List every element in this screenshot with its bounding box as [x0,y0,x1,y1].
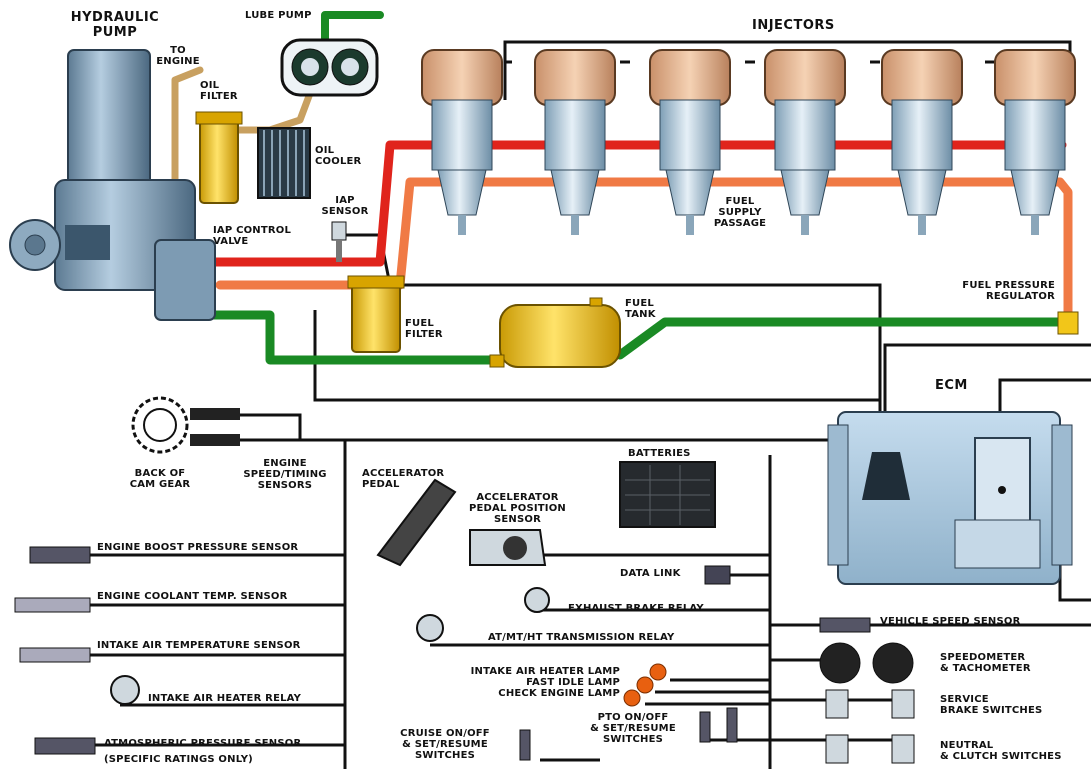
wiring [90,40,1091,769]
label-neutral-clutch-switches: NEUTRAL & CLUTCH SWITCHES [940,740,1062,762]
label-specific-ratings-only: (SPECIFIC RATINGS ONLY) [104,754,253,765]
speedometer [819,642,861,684]
label-pto-switches: PTO ON/OFF & SET/RESUME SWITCHES [590,712,676,745]
clutch-switch [891,734,915,764]
label-fuel-pressure-regulator: FUEL PRESSURE REGULATOR [962,280,1055,302]
label-lube-pump: LUBE PUMP [245,10,312,21]
label-iap-sensor: IAP SENSOR [321,195,369,217]
oil-cooler [257,127,311,199]
label-indicator-lamps: INTAKE AIR HEATER LAMP FAST IDLE LAMP CH… [470,666,620,699]
label-cruise-switches: CRUISE ON/OFF & SET/RESUME SWITCHES [400,728,490,761]
cam-gear [131,396,240,454]
label-transmission-relay: AT/MT/HT TRANSMISSION RELAY [488,632,675,643]
label-batteries: BATTERIES [628,448,691,459]
label-iap-control-valve: IAP CONTROL VALVE [213,225,292,247]
check-engine-lamp [623,689,641,707]
service-brake-switch-b [891,689,915,719]
hydraulic-pump [9,49,216,321]
label-oil-cooler: OIL COOLER [315,145,362,167]
label-engine-boost-pressure-sensor: ENGINE BOOST PRESSURE SENSOR [97,542,299,553]
label-engine-coolant-temp-sensor: ENGINE COOLANT TEMP. SENSOR [97,591,288,602]
fuel-filter [347,275,405,353]
tachometer [872,642,914,684]
neutral-switch [825,734,849,764]
pto-switch-a [699,711,711,743]
lube-pump [280,38,379,97]
fuel-pressure-regulator [1057,311,1079,335]
accelerator-pedal [376,478,547,567]
label-accelerator-pedal: ACCELERATOR PEDAL [362,468,445,490]
fast-idle-lamp [636,676,654,694]
exhaust-brake-relay [524,587,550,613]
label-injectors: INJECTORS [752,18,835,33]
label-speedometer-tachometer: SPEEDOMETER & TACHOMETER [940,652,1031,674]
iap-sensor [331,221,347,262]
label-back-of-cam-gear: BACK OF CAM GEAR [129,468,191,490]
pto-switch-b [726,707,738,743]
label-data-link: DATA LINK [620,568,681,579]
label-intake-air-temperature-sensor: INTAKE AIR TEMPERATURE SENSOR [97,640,301,651]
transmission-relay [416,614,444,642]
intake-air-heater-lamp [649,663,667,681]
label-exhaust-brake-relay: EXHAUST BRAKE RELAY [568,603,704,614]
vehicle-speed-sensor [819,617,871,633]
injectors [421,49,1076,235]
label-vehicle-speed-sensor: VEHICLE SPEED SENSOR [880,616,1021,627]
batteries [619,461,716,528]
label-to-engine: TO ENGINE [156,45,200,67]
label-fuel-tank: FUEL TANK [625,298,656,320]
label-atmospheric-pressure-sensor: ATMOSPHERIC PRESSURE SENSOR [104,738,302,749]
label-intake-air-heater-relay: INTAKE AIR HEATER RELAY [148,693,302,704]
oil-filter [195,111,243,204]
label-service-brake-switches: SERVICE BRAKE SWITCHES [940,694,1043,716]
cruise-switch [519,729,531,761]
ecm-module [827,411,1073,585]
label-fuel-filter: FUEL FILTER [405,318,443,340]
fuel-tank [489,297,621,368]
service-brake-switch-a [825,689,849,719]
left-sensors [14,546,140,755]
label-oil-filter: OIL FILTER [200,80,238,102]
label-engine-speed-timing-sensors: ENGINE SPEED/TIMING SENSORS [243,458,327,491]
label-hydraulic-pump: HYDRAULIC PUMP [70,10,160,40]
label-ecm: ECM [935,378,968,393]
label-fuel-supply-passage: FUEL SUPPLY PASSAGE [713,196,767,229]
label-accelerator-pedal-position-sensor: ACCELERATOR PEDAL POSITION SENSOR [468,492,567,525]
data-link-connector [704,565,731,585]
